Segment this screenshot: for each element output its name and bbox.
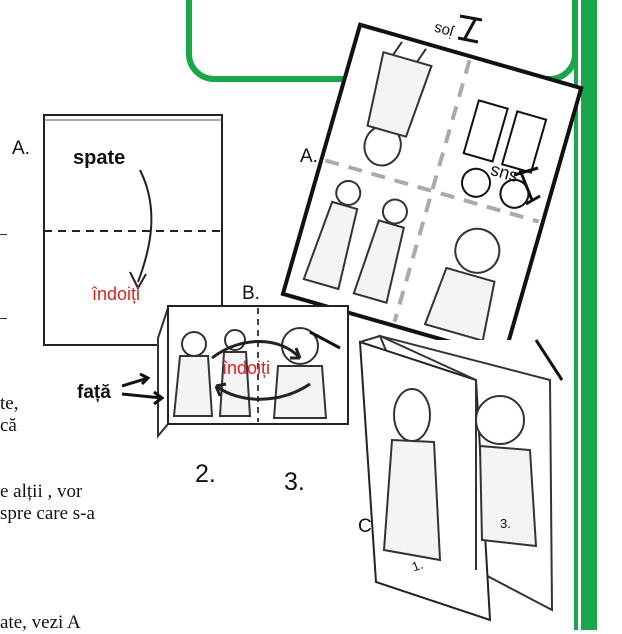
dash-mark	[0, 234, 7, 235]
text-fragment-1: te,	[0, 393, 18, 415]
label-a-left: A.	[12, 138, 30, 160]
text-fragment-3: e alții , vor	[0, 481, 82, 503]
step-number-2: 2.	[195, 460, 216, 489]
fata-label: față	[77, 382, 111, 404]
booklet-page-3: 3.	[500, 516, 511, 531]
booklet-diagram	[300, 320, 570, 625]
rotated-page	[270, 10, 590, 340]
fata-arrows	[118, 372, 170, 408]
fold-label-1: îndoiți	[92, 284, 140, 305]
dash-mark	[0, 318, 7, 319]
text-fragment-5: ate, vezi A	[0, 612, 81, 634]
text-fragment-2: că	[0, 415, 17, 437]
fold-label-2: îndoiți	[222, 358, 270, 379]
text-fragment-4: spre care s-a	[0, 503, 95, 525]
spate-label: spate	[73, 147, 125, 170]
